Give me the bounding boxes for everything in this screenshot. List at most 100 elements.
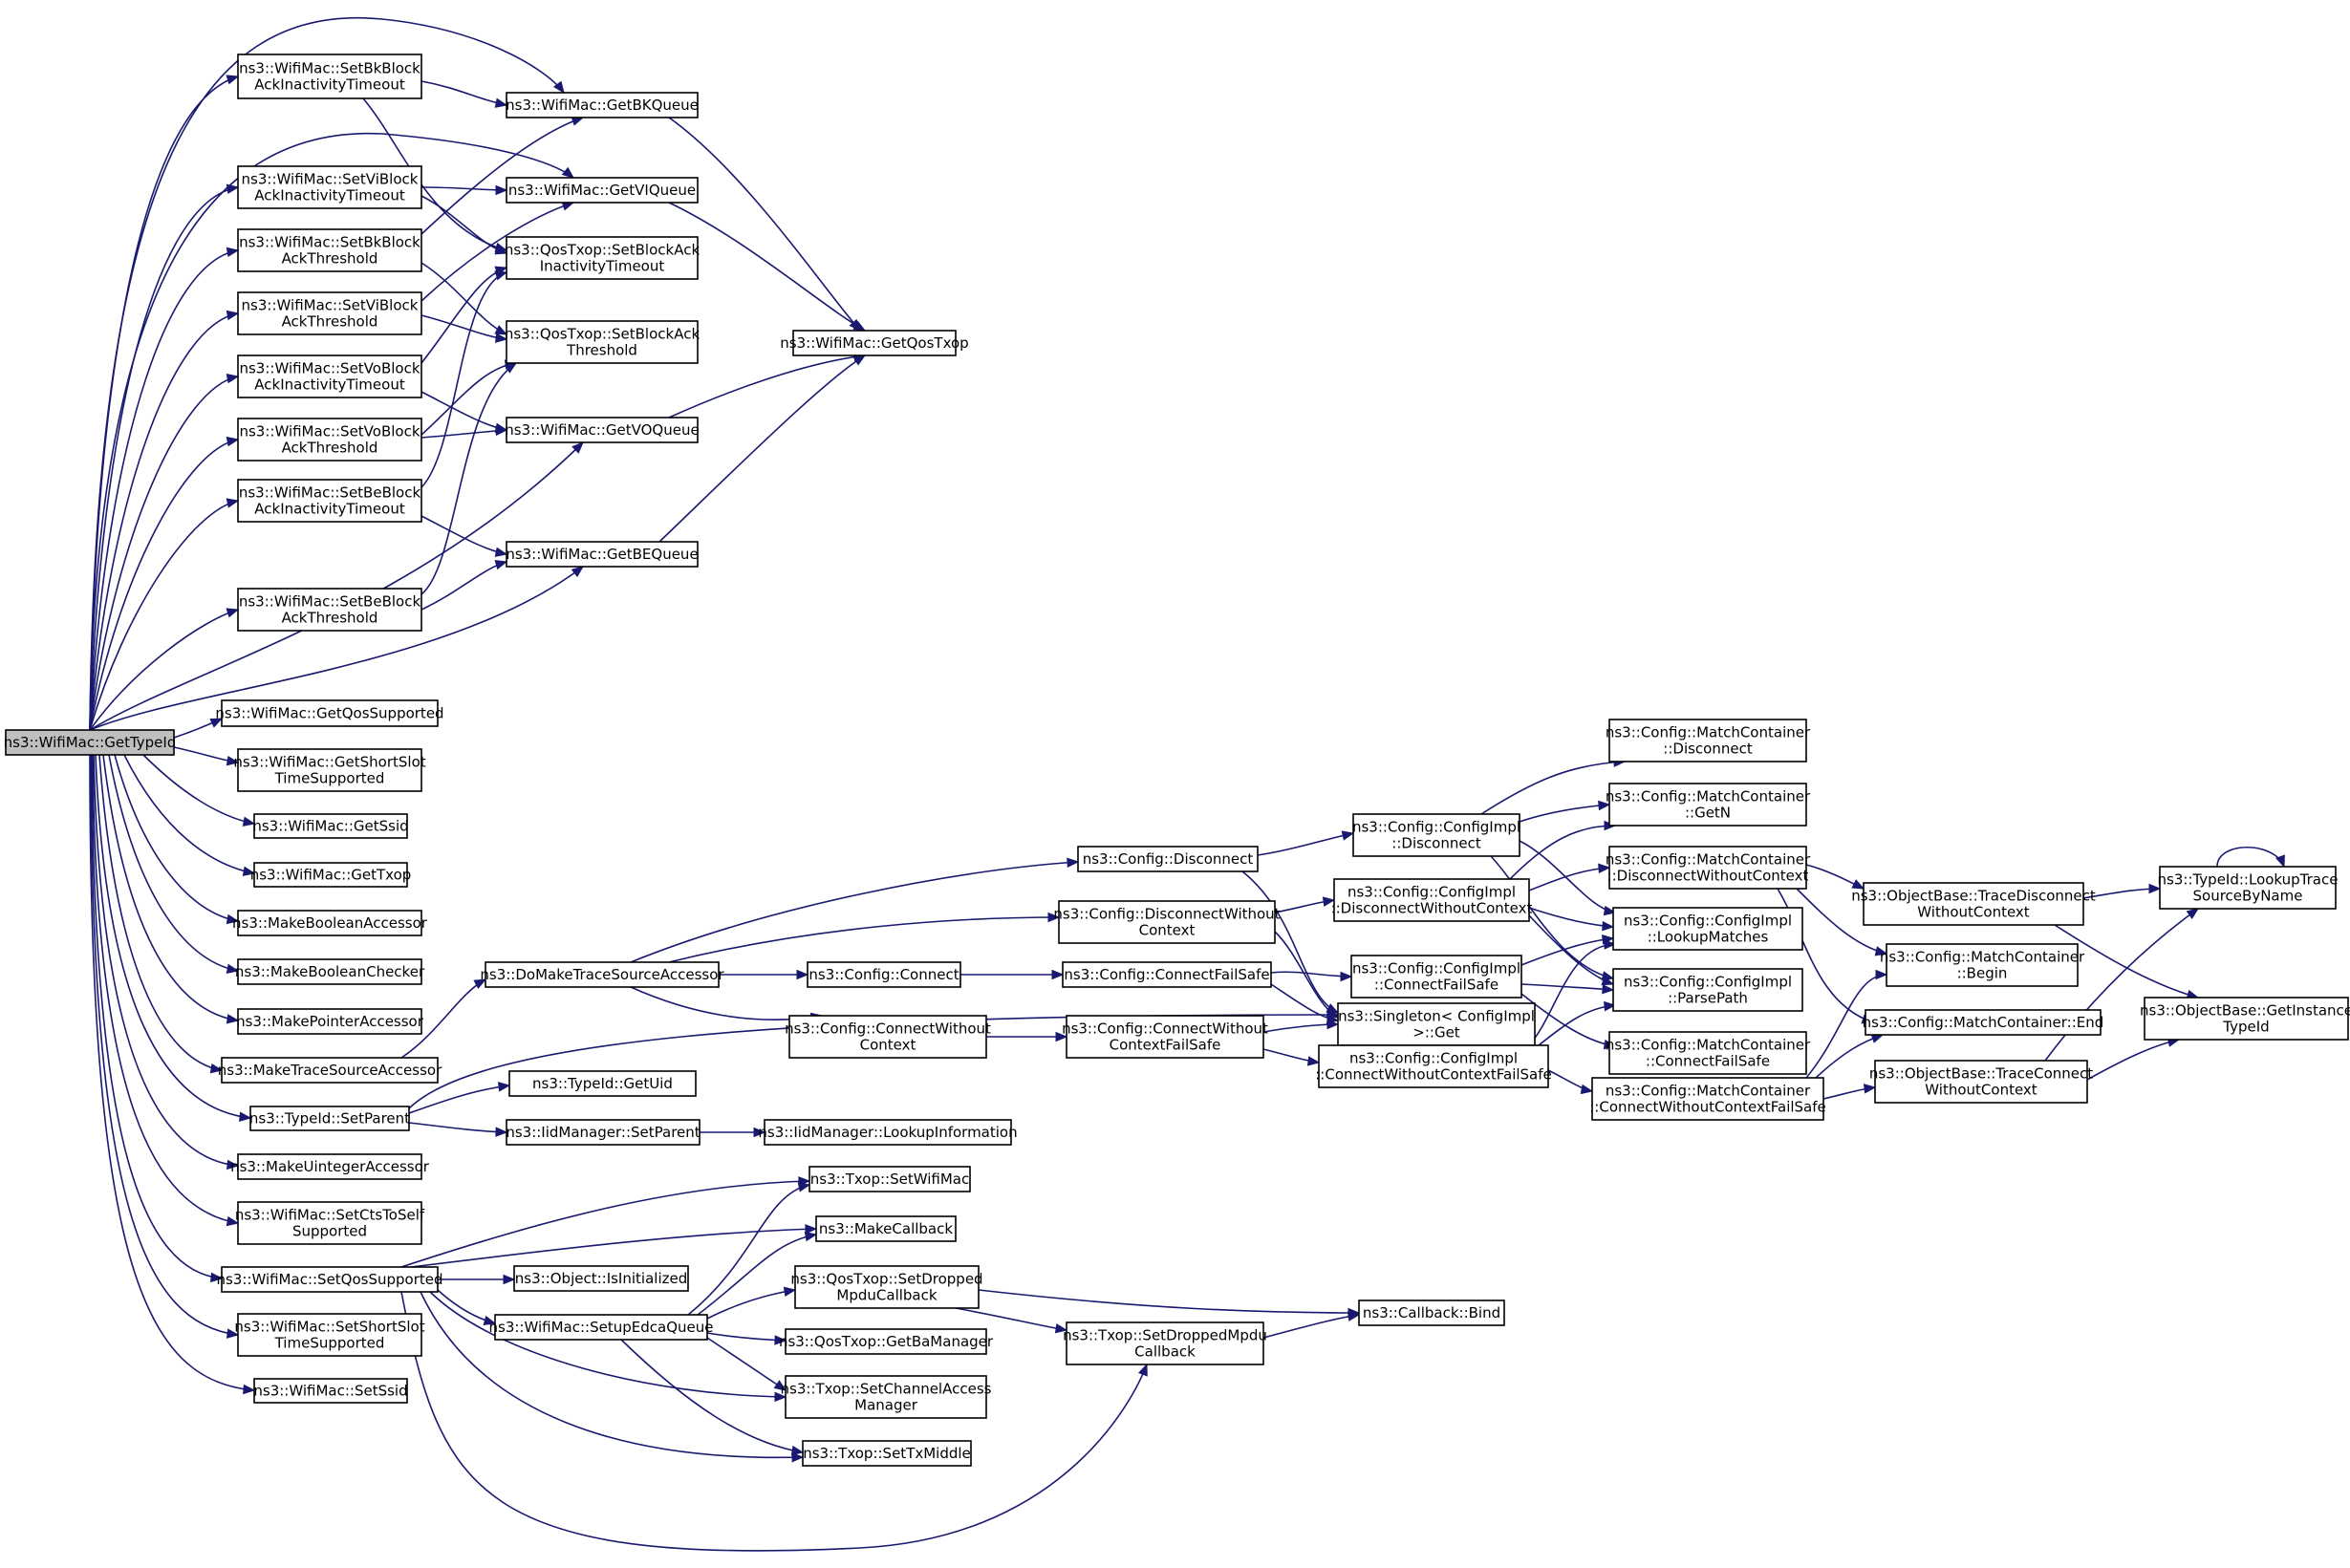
node-getVI[interactable]: ns3::WifiMac::GetVIQueue: [506, 177, 699, 204]
node-label: ::ConnectWithoutContextFailSafe: [1589, 1099, 1826, 1116]
node-cfgConnectFS[interactable]: ns3::Config::ConnectFailSafe: [1062, 961, 1272, 988]
edge-setVoThr-to-qosSetThr: [420, 359, 518, 436]
edge-setQosSupported-to-txopSetWifiMac: [400, 1176, 811, 1268]
node-cfgConnectWo[interactable]: ns3::Config::ConnectWithoutContext: [785, 1015, 991, 1059]
node-label: ns3::QosTxop::SetDropped: [790, 1271, 982, 1288]
node-typeIdSetParent[interactable]: ns3::TypeId::SetParent: [249, 1106, 410, 1131]
edge-cfgConnectFS-to-implConnectFS: [1270, 971, 1353, 982]
edge-line: [420, 202, 574, 302]
node-setBeInact[interactable]: ns3::WifiMac::SetBeBlockAckInactivityTim…: [237, 479, 422, 523]
edge-implConnectFS-to-implLookup: [1520, 934, 1615, 966]
node-label: ns3::WifiMac::SetSsid: [253, 1383, 407, 1400]
edge-root-to-getVI: [89, 132, 575, 731]
node-iidLookup[interactable]: ns3::IidManager::LookupInformation: [758, 1119, 1018, 1146]
node-qosSetInact[interactable]: ns3::QosTxop::SetBlockAckInactivityTimeo…: [505, 236, 701, 280]
node-box: [237, 418, 422, 462]
arrowhead-icon: [796, 969, 809, 980]
node-label: ns3::QosTxop::SetBlockAck: [505, 242, 701, 259]
arrowhead-icon: [242, 866, 256, 876]
edge-line: [142, 754, 255, 825]
node-setSsid[interactable]: ns3::WifiMac::SetSsid: [253, 1378, 408, 1404]
node-singletonGet[interactable]: ns3::Singleton< ConfigImpl>::Get: [1337, 1002, 1536, 1046]
node-setVoInact[interactable]: ns3::WifiMac::SetVoBlockAckInactivityTim…: [237, 354, 422, 398]
node-mcDisconnect[interactable]: ns3::Config::MatchContainer::Disconnect: [1606, 719, 1811, 763]
node-label: ns3::Config::ConfigImpl: [1352, 960, 1520, 977]
node-makeUintAcc[interactable]: ns3::MakeUintegerAccessor: [230, 1153, 430, 1180]
edge-implDisconnect-to-mcGetN: [1519, 800, 1611, 823]
node-label: ns3::IidManager::SetParent: [506, 1124, 700, 1141]
node-getSsid[interactable]: ns3::WifiMac::GetSsid: [252, 813, 409, 839]
node-box: [1865, 1009, 2102, 1036]
node-cfgDisconnectWo[interactable]: ns3::Config::DisconnectWithoutContext: [1053, 900, 1281, 944]
node-implConnectFS[interactable]: ns3::Config::ConfigImpl::ConnectFailSafe: [1350, 955, 1522, 999]
node-setViInact[interactable]: ns3::WifiMac::SetViBlockAckInactivityTim…: [237, 165, 422, 209]
node-cfgConnectWoFS[interactable]: ns3::Config::ConnectWithoutContextFailSa…: [1062, 1015, 1268, 1059]
node-mcBegin[interactable]: ns3::Config::MatchContainer::Begin: [1880, 943, 2085, 987]
node-setupEdca[interactable]: ns3::WifiMac::SetupEdcaQueue: [489, 1314, 714, 1341]
node-implParse[interactable]: ns3::Config::ConfigImpl::ParsePath: [1612, 968, 1803, 1012]
node-label: ns3::Config::ConfigImpl: [1352, 819, 1520, 836]
node-makeBoolChk[interactable]: ns3::MakeBooleanChecker: [235, 958, 425, 985]
node-cfgDisconnect[interactable]: ns3::Config::Disconnect: [1077, 846, 1259, 872]
node-setBkInact[interactable]: ns3::WifiMac::SetBkBlockAckInactivityTim…: [237, 54, 422, 99]
arrowhead-icon: [1047, 912, 1061, 923]
node-mcGetN[interactable]: ns3::Config::MatchContainer::GetN: [1606, 783, 1811, 827]
node-cfgConnect[interactable]: ns3::Config::Connect: [807, 961, 961, 988]
node-label: ns3::WifiMac::SetViBlock: [242, 297, 419, 314]
node-makeBoolAcc[interactable]: ns3::MakeBooleanAccessor: [232, 910, 428, 936]
arrowhead-icon: [2148, 883, 2162, 894]
edge-line: [420, 271, 507, 488]
edge-line: [108, 754, 239, 972]
arrowhead-icon: [805, 1224, 818, 1235]
node-iidSetParent[interactable]: ns3::IidManager::SetParent: [506, 1119, 701, 1146]
node-qosGetBa[interactable]: ns3::QosTxop::GetBaManager: [779, 1328, 994, 1355]
edge-cfgConnectWoFS-to-singletonGet: [1262, 1019, 1340, 1033]
node-root[interactable]: ns3::WifiMac::GetTypeId: [4, 729, 177, 756]
node-makeCallback[interactable]: ns3::MakeCallback: [815, 1215, 957, 1242]
node-getBE[interactable]: ns3::WifiMac::GetBEQueue: [506, 541, 699, 568]
node-obTraceDisc[interactable]: ns3::ObjectBase::TraceDisconnectWithoutC…: [1851, 882, 2096, 926]
node-label: ns3::QosTxop::GetBaManager: [779, 1333, 994, 1350]
node-mcConnectWoFS[interactable]: ns3::Config::MatchContainer::ConnectWith…: [1589, 1077, 1826, 1121]
edge-setQosSupported-to-makeCallback: [410, 1224, 818, 1268]
node-implDisconnect[interactable]: ns3::Config::ConfigImpl::Disconnect: [1352, 813, 1520, 857]
node-implLookup[interactable]: ns3::Config::ConfigImpl::LookupMatches: [1612, 907, 1803, 951]
node-callbackBind[interactable]: ns3::Callback::Bind: [1358, 1300, 1505, 1326]
node-implDisconnectWo[interactable]: ns3::Config::ConfigImpl::DisconnectWitho…: [1331, 878, 1533, 922]
node-makeTraceAcc[interactable]: ns3::MakeTraceSourceAccessor: [218, 1057, 442, 1084]
node-getVO[interactable]: ns3::WifiMac::GetVOQueue: [505, 417, 700, 443]
node-getTxop[interactable]: ns3::WifiMac::GetTxop: [250, 862, 412, 888]
node-makePtrAcc[interactable]: ns3::MakePointerAccessor: [236, 1008, 424, 1035]
edge-setVoThr-to-getVO: [420, 425, 508, 439]
node-typeIdGetUid[interactable]: ns3::TypeId::GetUid: [508, 1070, 697, 1097]
node-mcConnectFS[interactable]: ns3::Config::MatchContainer::ConnectFail…: [1606, 1031, 1811, 1075]
node-txopSetTxMiddle[interactable]: ns3::Txop::SetTxMiddle: [802, 1440, 972, 1467]
node-doMakeTrace[interactable]: ns3::DoMakeTraceSourceAccessor: [480, 961, 724, 988]
node-objIsInit[interactable]: ns3::Object::IsInitialized: [513, 1265, 689, 1292]
node-getQosSupported[interactable]: ns3::WifiMac::GetQosSupported: [215, 699, 444, 727]
node-label: ns3::WifiMac::SetShortSlot: [234, 1319, 424, 1336]
node-txopSetWifiMac[interactable]: ns3::Txop::SetWifiMac: [808, 1166, 971, 1192]
node-setQosSupported[interactable]: ns3::WifiMac::SetQosSupported: [216, 1266, 443, 1293]
node-mcEnd[interactable]: ns3::Config::MatchContainer::End: [1863, 1009, 2104, 1036]
node-getBK[interactable]: ns3::WifiMac::GetBKQueue: [506, 92, 699, 118]
arrowhead-icon: [797, 1182, 811, 1192]
node-mcDisconnectWo[interactable]: ns3::Config::MatchContainer::DisconnectW…: [1606, 846, 1811, 890]
node-getQosTxop[interactable]: ns3::WifiMac::GetQosTxop: [780, 330, 969, 356]
node-obTraceConn[interactable]: ns3::ObjectBase::TraceConnectWithoutCont…: [1869, 1060, 2093, 1104]
node-implConnectWoFS[interactable]: ns3::Config::ConfigImpl::ConnectWithoutC…: [1315, 1044, 1552, 1088]
edge-line: [123, 754, 255, 874]
